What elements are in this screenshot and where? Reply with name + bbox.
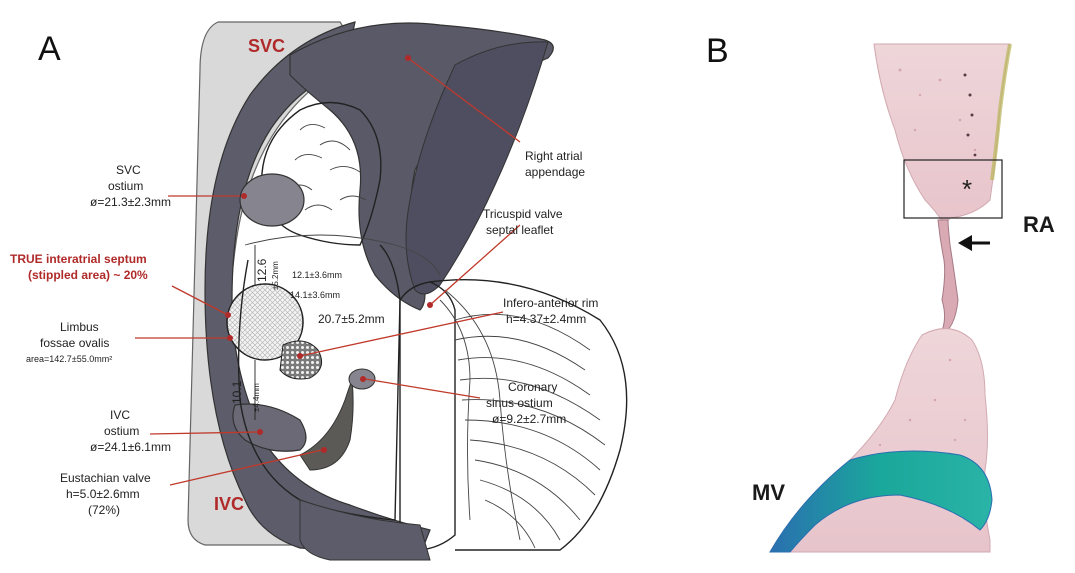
label-eustachian: Eustachian valve h=5.0±2.6mm (72%) [60,471,151,517]
svco-line1: SVC [116,163,141,177]
ivc-label: IVC [214,494,244,514]
raa-line2: appendage [525,165,585,179]
ia-line2: h=4.37±2.4mm [506,312,586,326]
panel-a: A [10,22,627,560]
measure-10-1: 10.1 [230,380,244,404]
label-limbus: Limbus fossae ovalis area=142.7±55.0mm² [26,320,112,364]
lim-line1: Limbus [60,320,99,334]
arrow-icon [958,235,990,251]
svc-ostium-shape [240,174,304,226]
ivco-line3: ø=24.1±6.1mm [90,440,171,454]
panel-b-letter: B [706,32,729,70]
cs-line3: ø=9.2±2.7mm [492,412,566,426]
ivco-line1: IVC [110,408,130,422]
septum-strand [938,220,958,335]
eustachian-valve-shape [300,380,353,470]
tv-line1: Tricuspid valve [483,207,563,221]
measure-10-1-sd: ±4.4mm [252,383,261,412]
cs-line1: Coronary [508,380,557,394]
svco-line3: ø=21.3±2.3mm [90,195,171,209]
raa-line1: Right atrial [525,149,582,163]
tricuspid-outline [400,282,455,550]
svco-line2: ostium [108,179,143,193]
cs-line2: sinus ostium [486,396,553,410]
panel-b: B * [706,32,1055,552]
label-svc-ostium: SVC ostium ø=21.3±2.3mm [90,163,171,209]
label-ivc-ostium: IVC ostium ø=24.1±6.1mm [90,408,171,454]
true-septum-stippled [280,341,322,379]
tv-line2: septal leaflet [486,223,554,237]
label-right-atrial-appendage: Right atrial appendage [525,149,585,179]
panel-a-letter: A [38,30,61,68]
histology-image: * RA MV [752,44,1055,552]
asterisk-label: * [962,174,972,204]
ivco-line2: ostium [104,424,139,438]
ts-line2: (stippled area) ~ 20% [28,268,148,282]
lim-area: area=142.7±55.0mm² [26,354,112,364]
tissue-top [874,44,1010,225]
measure-12-6: 12.6 [255,258,269,282]
ev-line3: (72%) [88,503,120,517]
ev-line2: h=5.0±2.6mm [66,487,140,501]
measure-14-1: 14.1±3.6mm [290,290,340,300]
measure-12-6-sd: ±5.2mm [271,261,280,290]
measure-12-1: 12.1±3.6mm [292,270,342,280]
measure-20-7: 20.7±5.2mm [318,312,385,326]
ra-label: RA [1023,212,1055,237]
ts-line1: TRUE interatrial septum [10,252,147,266]
label-tricuspid: Tricuspid valve septal leaflet [483,207,563,237]
label-coronary-sinus: Coronary sinus ostium ø=9.2±2.7mm [486,380,566,426]
ia-line1: Infero-anterior rim [503,296,598,310]
ev-line1: Eustachian valve [60,471,151,485]
mv-label: MV [752,480,785,505]
svc-label: SVC [248,36,285,56]
lim-line2: fossae ovalis [40,336,109,350]
lower-wall [300,500,430,560]
label-true-septum: TRUE interatrial septum (stippled area) … [10,252,148,282]
